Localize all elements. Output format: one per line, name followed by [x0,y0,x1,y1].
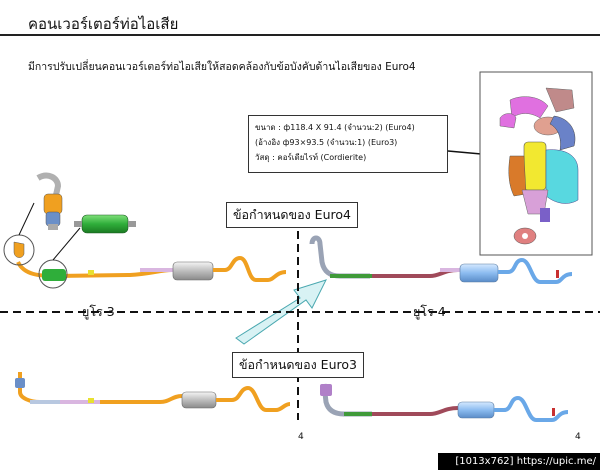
slide-title: คอนเวอร์เตอร์ท่อไอเสีย [28,15,179,33]
euro4-requirement-callout: ข้อกำหนดของ Euro4 [226,202,358,228]
catalyst-spec-box: ขนาด : ф118.4 X 91.4 (จำนวน:2) (Euro4) (… [248,115,448,173]
euro4-exhaust-bottom [320,383,569,422]
page-number-left: 4 [298,432,304,442]
euro4-exhaust-top [309,235,573,284]
title-underline [0,34,600,36]
spec-size-euro4: ขนาด : ф118.4 X 91.4 (จำนวน:2) (Euro4) [255,123,415,132]
euro3-region-label: ยูโร 3 [82,304,115,319]
spec-size-euro3-ref: (อ้างอิง ф93×93.5 (จำนวน:1) (Euro3) [255,138,398,147]
region-dividers [0,205,600,420]
euro4-region-label: ยูโร 4 [413,304,446,319]
page-number-right: 4 [575,432,581,442]
euro3-requirement-callout: ข้อกำหนดของ Euro3 [232,352,364,378]
spec-material: วัสดุ : คอร์เดียไรท์ (Cordierite) [255,153,367,162]
green-muffler-zoom [74,214,136,234]
euro3-exhaust-top [16,255,287,282]
catalyst-zoom-circles [3,202,81,289]
euro3-catalyst-zoom [36,172,63,230]
image-host-badge[interactable]: [1013x762] https://upic.me/ [438,453,600,470]
euro4-catalyst-3d-inset [479,71,593,256]
slide-subtitle: มีการปรับเปลี่ยนคอนเวอร์เตอร์ท่อไอเสียให… [28,61,416,73]
euro3-exhaust-bottom [15,372,291,412]
